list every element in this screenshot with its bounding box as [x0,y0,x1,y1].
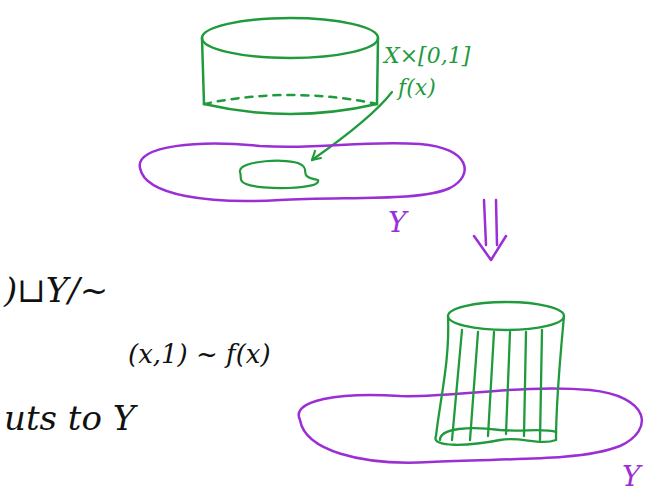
leader-line [312,92,392,160]
cylinder [202,18,378,114]
space-label: Y [622,462,640,493]
mapping-cylinder [435,302,564,445]
relation-formula: (x,1) ~ f(x) [128,340,271,369]
space-outline [140,143,465,201]
space-label: X×[0,1] [384,44,470,68]
map-label: f(x) [398,76,436,100]
note-text: uts to Y [4,400,135,437]
space-label: Y [388,208,406,239]
implies-arrow [474,200,506,260]
quotient-formula: )⊔Y/~ [4,272,108,309]
image-blob [240,161,318,188]
